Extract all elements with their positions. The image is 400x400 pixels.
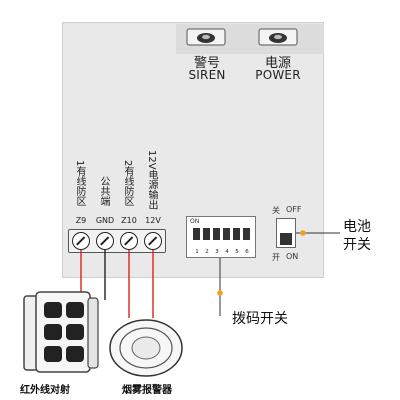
power-port-icon xyxy=(258,28,298,46)
dip-number: 4 xyxy=(225,249,229,255)
terminal-3-desc: 2有线防区 xyxy=(122,160,133,207)
battery-on-en: ON xyxy=(286,252,299,261)
power-label-cn: 电源 xyxy=(264,56,291,71)
battery-on-cn: 开 xyxy=(272,253,280,262)
dip-switch-3[interactable] xyxy=(213,228,220,240)
smoke-caption: 烟雾报警器 xyxy=(122,385,172,396)
dip-number: 5 xyxy=(235,249,239,255)
terminal-screw-12v-icon[interactable] xyxy=(144,232,162,250)
dip-callout-dot xyxy=(217,290,223,296)
terminal-4-desc: 12V电源输出 xyxy=(146,150,157,210)
battery-switch-callout: 电池 开关 xyxy=(343,219,371,253)
terminal-1-code: Z9 xyxy=(75,216,87,225)
siren-label-en: SIREN xyxy=(188,68,226,82)
siren-label-cn: 警号 xyxy=(193,56,220,71)
dip-number: 1 xyxy=(195,249,199,255)
smoke-detector-icon xyxy=(109,319,183,377)
battery-switch[interactable] xyxy=(276,218,296,248)
dip-switch-4[interactable] xyxy=(223,228,230,240)
dip-switch-6[interactable] xyxy=(243,228,250,240)
dip-number: 6 xyxy=(245,249,249,255)
terminal-2-code: GND xyxy=(95,216,115,225)
pir-beam-detector-icon xyxy=(23,291,99,373)
siren-port-icon xyxy=(186,28,226,46)
terminal-screw-gnd-icon[interactable] xyxy=(96,232,114,250)
battery-off-cn: 关 xyxy=(272,206,280,215)
terminal-1-desc: 1有线防区 xyxy=(74,160,85,207)
dip-switch-callout: 拨码开关 xyxy=(232,311,288,327)
dip-number: 3 xyxy=(215,249,219,255)
dip-number: 2 xyxy=(205,249,209,255)
dip-switch[interactable]: ON 1 2 3 4 5 6 xyxy=(186,216,256,258)
terminal-screw-z10-icon[interactable] xyxy=(120,232,138,250)
terminal-2-desc: 公共端 xyxy=(98,176,109,206)
terminal-3-code: Z10 xyxy=(121,216,137,225)
battery-callout-dot xyxy=(300,230,306,236)
battery-switch-knob[interactable] xyxy=(280,233,292,245)
pir-caption: 红外线对射 xyxy=(20,385,70,396)
power-label-en: POWER xyxy=(255,68,301,82)
terminal-screw-z9-icon[interactable] xyxy=(72,232,90,250)
dip-on-label: ON xyxy=(190,218,200,225)
dip-switch-1[interactable] xyxy=(193,228,200,240)
battery-off-en: OFF xyxy=(286,205,302,214)
dip-switch-2[interactable] xyxy=(203,228,210,240)
terminal-4-code: 12V xyxy=(145,216,161,225)
dip-switch-5[interactable] xyxy=(233,228,240,240)
